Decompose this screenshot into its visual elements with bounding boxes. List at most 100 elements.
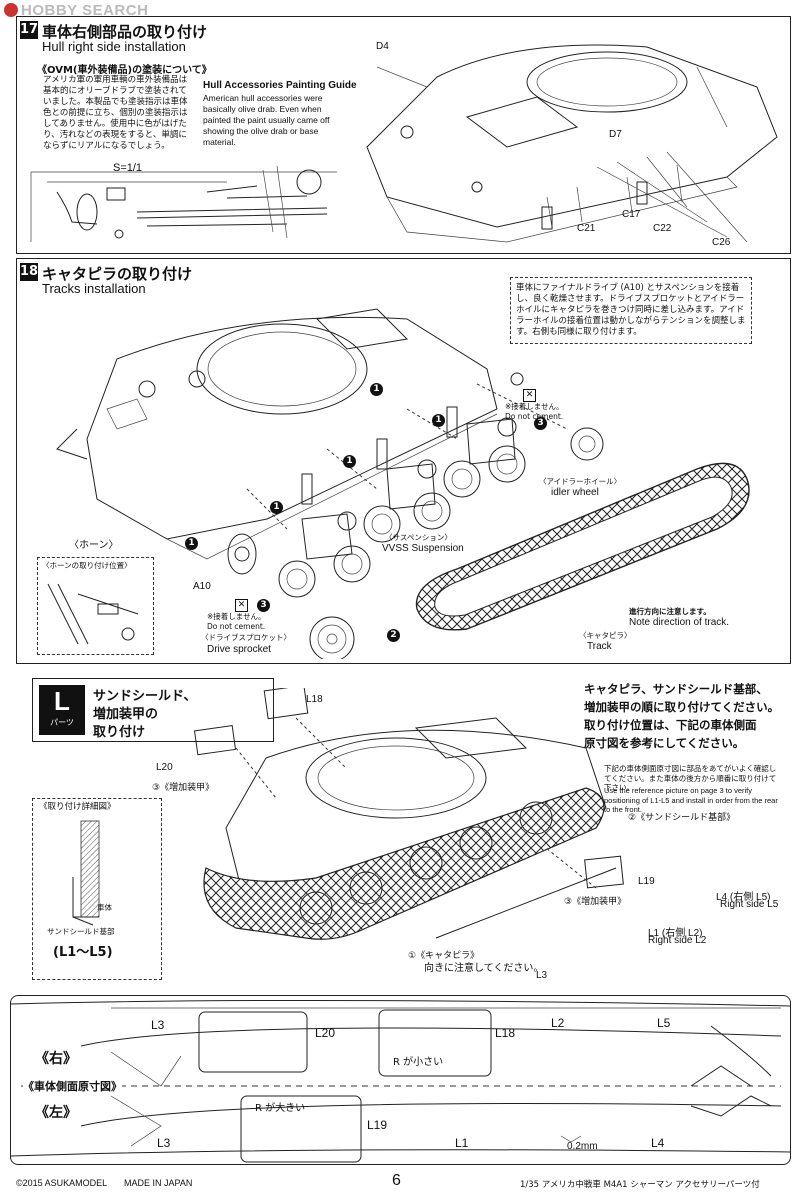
part-l4: L4 (右側 L5) xyxy=(716,892,771,903)
part-d4: D4 xyxy=(376,41,389,52)
step17-title-jp: 車体右側部品の取り付け xyxy=(42,23,208,41)
tpl-l3-bottom: L3 xyxy=(157,1136,171,1150)
stepL-title-2: 増加装甲の xyxy=(93,707,159,722)
part-l1-en: Right side L2 xyxy=(648,935,707,946)
armor-right-label: ③《増加装甲》 xyxy=(564,897,627,907)
step-bubble-1a: 1 xyxy=(432,414,445,427)
tpl-l18: L18 xyxy=(495,1026,516,1040)
scale-label: S=1/1 xyxy=(113,162,143,174)
idler-label-jp: 〈アイドラーホイール〉 xyxy=(539,477,622,486)
no-cement-en-1: Do not cement. xyxy=(505,411,564,421)
ovm-tools-drawing xyxy=(30,165,337,242)
stepL-instr-4: 原寸図を参考にしてください。 xyxy=(584,736,745,750)
step17-panel: 17 車体右側部品の取り付け Hull right side installat… xyxy=(16,16,791,254)
part-l18: L18 xyxy=(306,694,323,705)
part-c22: C22 xyxy=(653,223,672,234)
track-note-label: ①《キャタピラ》 xyxy=(408,951,480,961)
detail-range-label: (L1〜L5) xyxy=(53,945,113,960)
step18-title-jp: キャタピラの取り付け xyxy=(42,265,193,283)
no-cement-idler: ✕ ※接着しません。 Do not cement. xyxy=(505,389,564,421)
tpl-l2: L2 xyxy=(551,1016,565,1030)
no-cement-jp-1: ※接着しません。 xyxy=(505,402,564,411)
part-d7: D7 xyxy=(609,129,622,140)
detail-title: 《取り付け詳細図》 xyxy=(39,802,116,812)
template-drawing xyxy=(11,999,790,1163)
detail-hull-label: 車体 xyxy=(97,903,112,912)
footer-page-number: 6 xyxy=(392,1172,401,1189)
stepL-title-3: 取り付け xyxy=(93,725,146,740)
detail-inset: 《取り付け詳細図》 車体 サンドシールド基部 (L1〜L5) xyxy=(32,798,162,980)
detail-section-drawing xyxy=(72,820,100,926)
horn-pos-label: 〈ホーンの取り付け位置〉 xyxy=(42,561,132,570)
armor-left-label: ③《増加装甲》 xyxy=(152,783,215,793)
tpl-gap: 0.2mm xyxy=(567,1141,598,1152)
stepL-instr-1: キャタピラ、サンドシールド基部、 xyxy=(584,682,768,696)
sand-base-label: ②《サンドシールド基部》 xyxy=(628,813,736,823)
guide-title: Hull Accessories Painting Guide xyxy=(203,80,357,91)
step18-title-en: Tracks installation xyxy=(42,281,146,296)
stepL-sub-en: Use the reference picture on page 3 to v… xyxy=(604,786,778,814)
step-bubble-2: 2 xyxy=(387,629,400,642)
hull-right-drawing xyxy=(366,44,778,243)
footer-product: 1/35 アメリカ中戦車 M4A1 シャーマン アクセサリーパーツ付 xyxy=(520,1180,760,1190)
tpl-l5: L5 xyxy=(657,1016,671,1030)
sprocket-label-jp: 〈ドライブスプロケット〉 xyxy=(201,633,291,642)
horn-inset-drawing xyxy=(47,583,139,645)
track-install-drawing xyxy=(56,308,750,659)
tpl-left-label: 《左》 xyxy=(35,1105,77,1121)
footer-made-in: MADE IN JAPAN xyxy=(124,1178,193,1188)
parts-l-badge-sub: パーツ xyxy=(50,718,74,727)
part-l4-en: Right side L5 xyxy=(720,899,779,910)
suspension-label-jp: 〈サスペンション〉 xyxy=(385,533,452,542)
ovm-text: アメリカ軍の軍用車輌の車外装備品は基本的にオリーブドラブで塗装されていました。本… xyxy=(43,75,188,151)
part-c26: C26 xyxy=(712,237,731,248)
part-l20: L20 xyxy=(156,762,173,773)
suspension-label-en: VVSS Suspension xyxy=(382,543,464,554)
stepL-title-1: サンドシールド、 xyxy=(93,689,197,704)
stepL-instr-2: 増加装甲の順に取り付けてください。 xyxy=(584,700,780,714)
stepL-sub-jp: 下記の車体側面原寸図に部品をあてがいよく確認してください。また車体の後方から順番… xyxy=(604,764,777,792)
part-c17: C17 xyxy=(622,209,641,220)
step18-panel: 18 キャタピラの取り付け Tracks installation 車体にファイ… xyxy=(16,258,791,664)
track-note-label-2: 向きに注意してください。 xyxy=(424,963,544,974)
part-a10: A10 xyxy=(193,581,211,592)
tpl-l4: L4 xyxy=(651,1136,665,1150)
horn-inset: 〈ホーンの取り付け位置〉 xyxy=(37,557,154,655)
step17-number: 17 xyxy=(20,21,39,39)
direction-note-jp: 進行方向に注意します。 xyxy=(629,607,711,616)
step-bubble-1d: 1 xyxy=(185,537,198,550)
sprocket-label-en: Drive sprocket xyxy=(207,644,271,655)
no-cement-sprocket: ✕ ※接着しません。 Do not cement. xyxy=(207,599,266,631)
track-label-jp: 〈キャタピラ〉 xyxy=(579,631,632,640)
part-l19: L19 xyxy=(638,876,655,887)
detail-base-label: サンドシールド基部 xyxy=(47,927,115,936)
step18-number: 18 xyxy=(20,263,39,281)
tpl-l3-top: L3 xyxy=(151,1018,165,1032)
tank-with-armor-drawing xyxy=(193,688,624,940)
stepL-instructions: キャタピラ、サンドシールド基部、 増加装甲の順に取り付けてください。 取り付け位… xyxy=(584,680,779,752)
step-bubble-1b: 1 xyxy=(343,455,356,468)
track-label-en: Track xyxy=(587,641,612,652)
vvss-unit-3 xyxy=(443,417,526,498)
parts-l-badge: L パーツ xyxy=(39,685,85,735)
part-l1: L1 (右側 L2) xyxy=(648,928,703,939)
vvss-unit-1 xyxy=(278,511,371,598)
tpl-center-title: 《車体側面原寸図》 xyxy=(23,1078,122,1094)
part-l3: L3 xyxy=(536,970,548,981)
tpl-r-large: R が大きい xyxy=(255,1103,306,1114)
template-panel: L3 L20 L18 L2 L5 《右》 R が小さい 《車体側面原寸図》 《左… xyxy=(10,995,791,1165)
tpl-right-label: 《右》 xyxy=(35,1051,77,1067)
tpl-l19: L19 xyxy=(367,1118,388,1132)
watermark: HOBBY SEARCH xyxy=(4,2,148,19)
idler-label-en: idler wheel xyxy=(551,487,599,498)
stepL-header-box: L パーツ サンドシールド、 増加装甲の 取り付け xyxy=(32,678,274,742)
parts-l-badge-letter: L xyxy=(54,686,70,716)
part-c21: C21 xyxy=(577,223,596,234)
horn-label: 〈ホーン〉 xyxy=(69,540,119,551)
watermark-icon xyxy=(4,3,18,17)
vvss-unit-2 xyxy=(363,459,451,543)
stepL-panel: L パーツ サンドシールド、 増加装甲の 取り付け キャタピラ、サンドシールド基… xyxy=(16,668,789,988)
no-cement-icon-2: ✕ xyxy=(235,599,248,612)
no-cement-jp-2: ※接着しません。 xyxy=(207,612,266,621)
step-bubble-1c: 1 xyxy=(270,501,283,514)
